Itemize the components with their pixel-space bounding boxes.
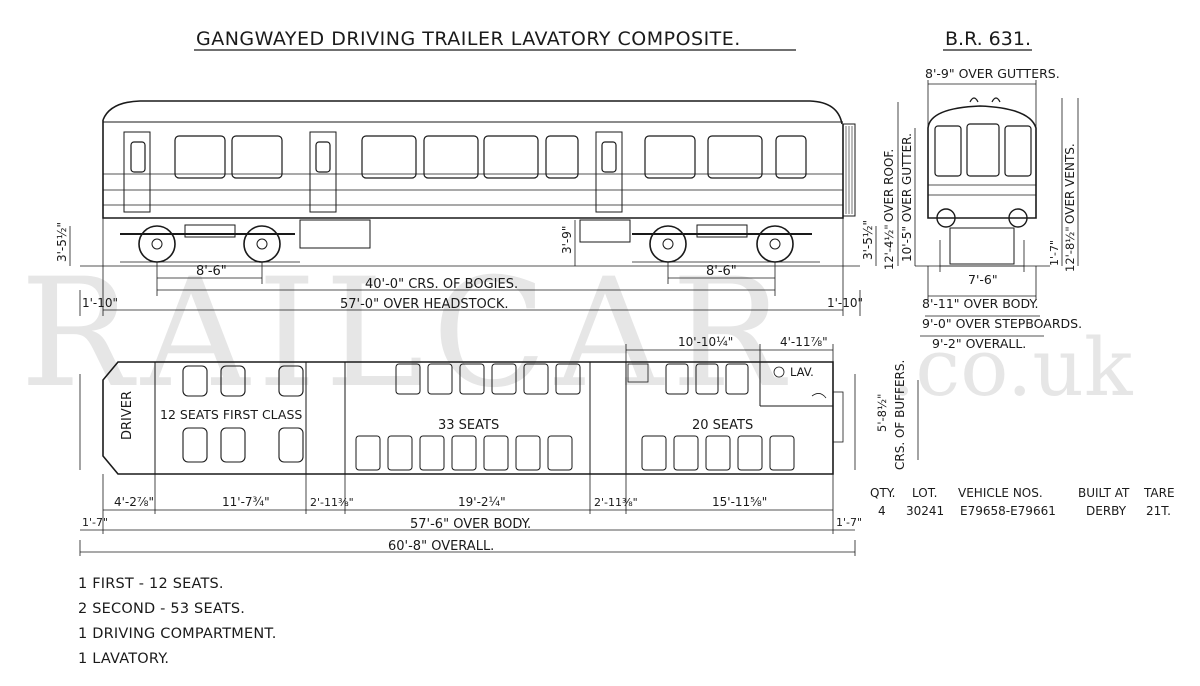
plan-dim-2: 11'-7¾": [222, 495, 270, 509]
dim-height-right: 3'-5½": [861, 220, 875, 260]
gangway-bellows: [842, 123, 856, 217]
dim-bogie-left: 8'-6": [196, 264, 227, 279]
lot-header-built-at: BUILT AT: [1078, 486, 1130, 500]
plan-dim-crs-buffers-value: 5'-8½": [875, 394, 889, 432]
second-class-seats-a: [355, 363, 581, 471]
watermark-main: RAILCAR: [20, 247, 792, 421]
plan-dim-end-left: 1'-7": [82, 516, 108, 529]
drawing-title: GANGWAYED DRIVING TRAILER LAVATORY COMPO…: [196, 28, 741, 50]
plan-label-second-b: 20 SEATS: [692, 418, 753, 433]
plan-dim-3: 2'-11⅜": [310, 496, 354, 509]
dim-height-left: 3'-5½": [55, 222, 69, 262]
lot-cell-tare: 21T.: [1146, 504, 1171, 518]
note-driving: 1 DRIVING COMPARTMENT.: [78, 626, 277, 642]
side-windows: [130, 135, 807, 179]
dim-over-headstock: 57'-0" OVER HEADSTOCK.: [340, 297, 509, 312]
bogie-right: [632, 224, 820, 263]
dim-bogie-right: 8'-6": [706, 264, 737, 279]
cab-door: [123, 131, 151, 213]
plan-dim-top-2: 4'-11⅞": [780, 335, 828, 349]
plan-dim-top-1: 10'-10¼": [678, 335, 733, 349]
dim-over-roof: OVER ROOF.: [882, 149, 896, 222]
dim-crs-bogies: 40'-0" CRS. OF BOGIES.: [365, 277, 518, 292]
first-class-seats: [182, 365, 304, 463]
dim-over-vents: OVER VENTS.: [1063, 143, 1077, 224]
lot-cell-vehicle-nos: E79658-E79661: [960, 504, 1056, 518]
plan-dimensions: [79, 344, 919, 556]
lot-header-qty: QTY.: [870, 486, 896, 500]
second-class-seats-b: [641, 363, 795, 471]
plan-dim-1: 4'-2⅞": [114, 495, 154, 509]
dim-over-roof-value: 12'-4½": [882, 224, 896, 270]
watermark-suffix: .co.uk: [890, 321, 1134, 414]
dim-end-over-stepboards: 9'-0" OVER STEPBOARDS.: [922, 316, 1082, 331]
plan-dim-5: 2'-11⅜": [594, 496, 638, 509]
dim-bogie-track: 7'-6": [968, 272, 998, 287]
side-dimensions: [69, 218, 877, 316]
dim-end-over-body: 8'-11" OVER BODY.: [922, 296, 1038, 311]
dim-over-gutter: 10'-5" OVER GUTTER.: [900, 133, 914, 262]
dim-end-overall: 9'-2" OVERALL.: [932, 336, 1026, 351]
plan-label-second-a: 33 SEATS: [438, 418, 499, 433]
plan-dim-crs-buffers: CRS. OF BUFFERS.: [893, 360, 907, 470]
lot-table: QTY. LOT. VEHICLE NOS. BUILT AT TARE 4 3…: [870, 486, 1175, 518]
lot-header-tare: TARE: [1143, 486, 1175, 500]
plan-dim-4: 19'-2¼": [458, 495, 506, 509]
end-dimensions: [897, 80, 1079, 337]
plan-label-driver: DRIVER: [120, 391, 135, 440]
side-elevation: [80, 100, 860, 267]
note-lavatory: 1 LAVATORY.: [78, 651, 170, 667]
dim-over-vents-value: 12'-8½": [1063, 226, 1077, 272]
plan-dim-end-right: 1'-7": [836, 516, 862, 529]
lot-cell-qty: 4: [878, 504, 886, 518]
notes-list: 1 FIRST - 12 SEATS. 2 SECOND - 53 SEATS.…: [78, 572, 277, 672]
passenger-door-1: [309, 131, 337, 213]
passenger-door-2: [595, 131, 623, 213]
dim-height-mid: 3'-9": [560, 226, 574, 254]
lot-header-lot: LOT.: [912, 486, 937, 500]
note-second: 2 SECOND - 53 SEATS.: [78, 601, 246, 617]
plan-label-first: 12 SEATS FIRST CLASS: [160, 407, 302, 422]
lot-cell-lot: 30241: [906, 504, 944, 518]
plan-dim-over-body: 57'-6" OVER BODY.: [410, 517, 531, 532]
dim-end-right: 1'-10": [827, 296, 863, 310]
plan-dim-6: 15'-11⅝": [712, 495, 767, 509]
note-first: 1 FIRST - 12 SEATS.: [78, 576, 224, 592]
plan-dim-overall: 60'-8" OVERALL.: [388, 539, 494, 554]
end-elevation: [915, 97, 1050, 267]
lot-cell-built-at: DERBY: [1086, 504, 1127, 518]
plan-label-lav: LAV.: [790, 365, 814, 379]
dim-end-left: 1'-10": [82, 296, 118, 310]
lot-header-vehicle-nos: VEHICLE NOS.: [958, 486, 1043, 500]
dim-over-gutters: 8'-9" OVER GUTTERS.: [925, 66, 1060, 81]
dim-step: 1'-7": [1048, 240, 1061, 266]
diagram-number: B.R. 631.: [945, 28, 1031, 50]
